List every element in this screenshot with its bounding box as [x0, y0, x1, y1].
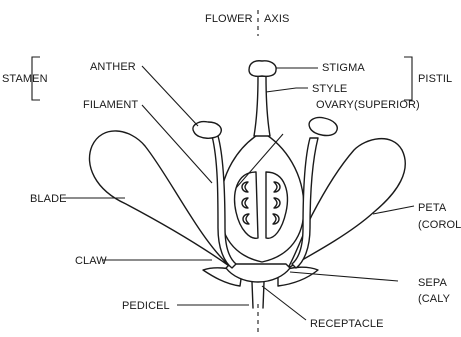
label-blade: BLADE: [30, 193, 67, 205]
label-receptacle: RECEPTACLE: [310, 318, 384, 330]
ovary-shape: [220, 132, 304, 262]
receptacle-leader: [262, 286, 306, 320]
label-anther: ANTHER: [90, 61, 136, 73]
style-shape: [254, 76, 270, 136]
anther-leader: [142, 66, 198, 126]
label-corol: (COROL: [418, 219, 461, 231]
label-caly: (CALY: [418, 293, 451, 305]
label-stigma: STIGMA: [322, 62, 365, 74]
label-sepa: SEPA: [418, 277, 447, 289]
anther-right: [309, 117, 337, 135]
label-axis: AXIS: [264, 13, 289, 25]
label-claw: CLAW: [75, 255, 107, 267]
label-pedicel: PEDICEL: [122, 300, 170, 312]
label-style: STYLE: [312, 83, 347, 95]
label-superior: (SUPERIOR): [354, 99, 420, 111]
style-leader: [266, 88, 308, 92]
petal-left: [89, 131, 232, 268]
pistil-bracket: [404, 57, 412, 100]
anther-left: [193, 122, 221, 139]
label-ovary: OVARY: [316, 99, 355, 111]
label-peta: PETA: [418, 202, 447, 214]
label-stamen: STAMEN: [2, 73, 48, 85]
label-filament: FILAMENT: [83, 99, 138, 111]
label-flower: FLOWER: [205, 13, 253, 25]
stigma-shape: [249, 61, 276, 77]
label-pistil: PISTIL: [418, 73, 452, 85]
